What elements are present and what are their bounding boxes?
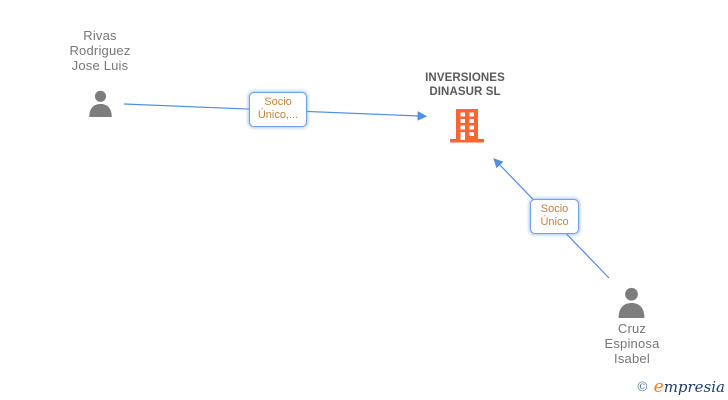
person2-name-line: Espinosa [604,336,660,351]
edge2-label-line: Único [540,216,569,228]
person1-name-line: Rodriguez [69,43,131,58]
person1-name[interactable]: Rivas Rodriguez Jose Luis [40,28,160,73]
person2-name[interactable]: Cruz Espinosa Isabel [572,321,692,366]
company-name[interactable]: INVERSIONES DINASUR SL [400,72,530,99]
edge1-label-line: Socio [264,96,292,108]
person2-name-line: Isabel [614,351,650,366]
empresia-logo-text: mpresia [663,378,725,396]
empresia-logo[interactable]: © empresia [636,378,725,397]
edge1-label-socio-unico[interactable]: Socio Único,... [249,92,307,127]
person-icon[interactable] [87,89,114,118]
person1-name-line: Rivas [83,28,117,43]
edge1-label-line: Único,... [257,109,299,121]
empresia-logo-e: e [653,377,664,397]
copyright-icon: © [635,380,649,395]
person-icon[interactable] [616,286,647,319]
edge2-label-socio-unico[interactable]: Socio Único [530,199,579,234]
building-icon[interactable] [448,107,486,143]
edge2-label-line: Socio [540,203,569,215]
person2-name-line: Cruz [617,321,647,336]
company-name-line: INVERSIONES [425,72,505,84]
company-name-line: DINASUR SL [429,85,501,98]
person1-name-line: Jose Luis [71,58,129,73]
